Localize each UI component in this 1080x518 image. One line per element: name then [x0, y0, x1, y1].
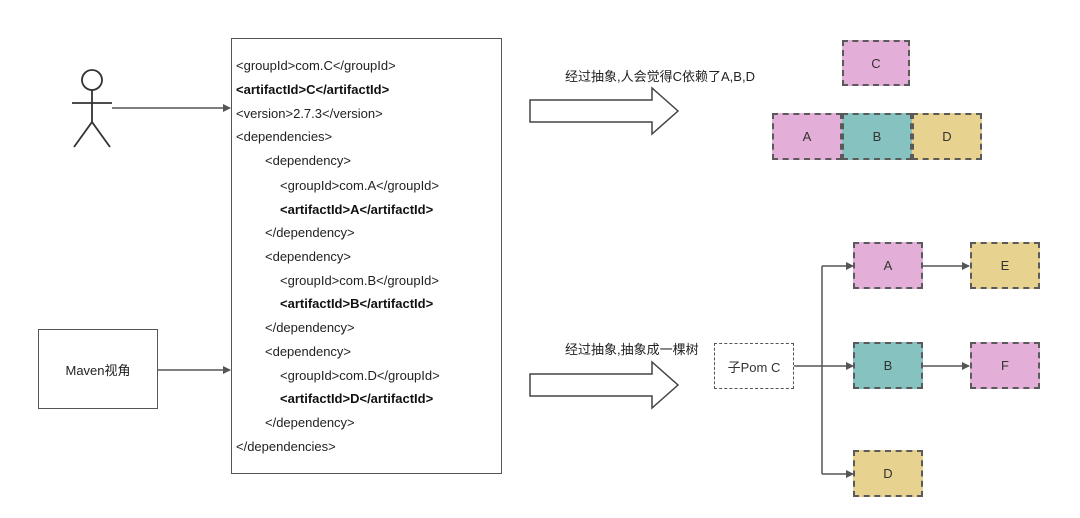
pom-line: </dependencies>	[236, 439, 336, 454]
pom-line: <artifactId>C</artifactId>	[236, 82, 390, 97]
person-icon	[72, 69, 112, 148]
pom-line: <version>2.7.3</version>	[236, 106, 383, 121]
maven-view-label: Maven视角	[65, 362, 131, 378]
pom-xml-box	[231, 38, 502, 474]
pom-line: <dependency>	[265, 344, 352, 359]
pom-line: <groupId>com.B</groupId>	[280, 273, 440, 288]
node-a-human: A	[772, 113, 842, 160]
pom-line: <groupId>com.D</groupId>	[280, 368, 440, 383]
pom-line: <artifactId>D</artifactId>	[280, 391, 434, 406]
node-b-tree: B	[853, 342, 923, 389]
node-c-human: C	[842, 40, 910, 86]
node-f-tree: F	[970, 342, 1040, 389]
node-b-human: B	[842, 113, 912, 160]
pom-line: <groupId>com.A</groupId>	[280, 178, 440, 193]
caption-human-view: 经过抽象,人会觉得C依赖了A,B,D	[565, 69, 755, 84]
pom-line: </dependency>	[265, 415, 355, 430]
maven-view-box: Maven视角	[38, 329, 158, 409]
abstraction-arrow-human	[529, 86, 680, 136]
pom-line: <dependency>	[265, 153, 352, 168]
caption-maven-view: 经过抽象,抽象成一棵树	[565, 342, 699, 357]
node-a-tree: A	[853, 242, 923, 289]
pom-line: </dependency>	[265, 225, 355, 240]
node-root-pom-c: 子Pom C	[714, 343, 794, 389]
pom-line: <dependency>	[265, 249, 352, 264]
pom-line: <artifactId>A</artifactId>	[280, 202, 434, 217]
pom-line: <dependencies>	[236, 129, 333, 144]
pom-line: </dependency>	[265, 320, 355, 335]
pom-line: <groupId>com.C</groupId>	[236, 58, 396, 73]
pom-line: <artifactId>B</artifactId>	[280, 296, 434, 311]
node-d-human: D	[912, 113, 982, 160]
node-d-tree: D	[853, 450, 923, 497]
node-e-tree: E	[970, 242, 1040, 289]
abstraction-arrow-maven	[529, 360, 680, 410]
